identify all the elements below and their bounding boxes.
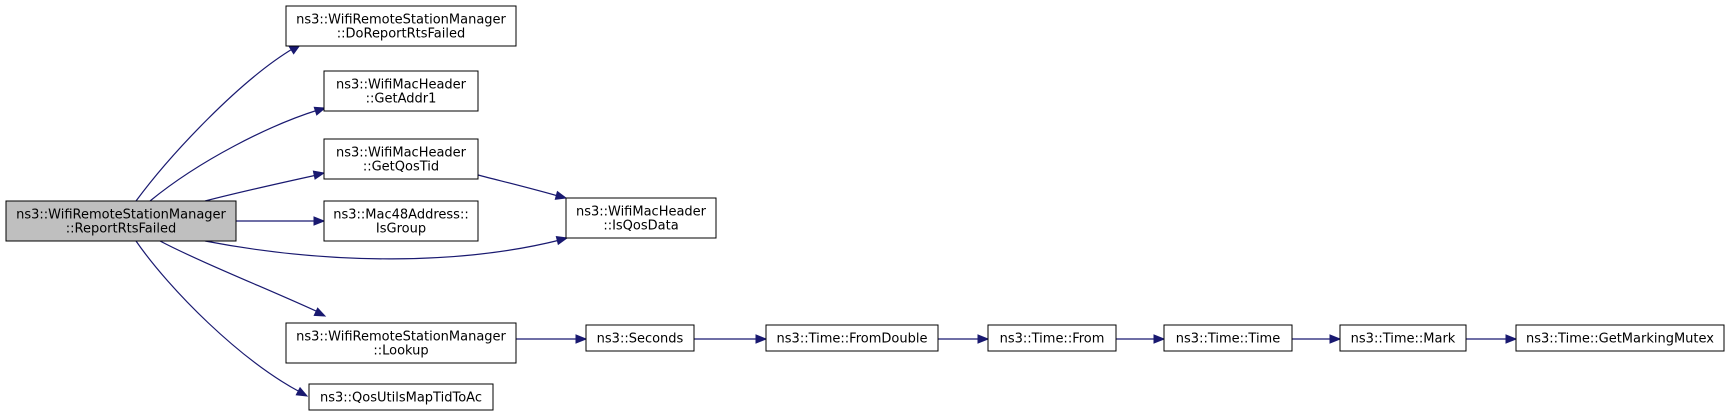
node-qos-map[interactable]: ns3::QosUtilsMapTidToAc — [308, 383, 494, 411]
edge-from-double-from-arrowhead — [977, 334, 990, 344]
edge-root-get-qos-tid — [204, 170, 326, 202]
node-mark[interactable]: ns3::Time::Mark — [1339, 324, 1467, 352]
node-is-group[interactable]: ns3::Mac48Address::IsGroup — [323, 200, 479, 242]
node-label-line: ns3::Time::From — [1000, 332, 1105, 347]
node-seconds[interactable]: ns3::Seconds — [585, 324, 695, 352]
node-box — [323, 200, 479, 242]
edge-root-do-report-rts-failed — [135, 44, 302, 202]
edge-from-double-from — [938, 334, 990, 344]
node-label-line: ns3::WifiRemoteStationManager — [16, 208, 226, 223]
node-box — [765, 324, 939, 352]
edge-get-qos-tid-is-qos-data — [477, 174, 568, 200]
node-get-qos-tid[interactable]: ns3::WifiMacHeader::GetQosTid — [323, 138, 479, 180]
node-box — [285, 5, 517, 47]
edge-root-qos-map — [135, 240, 309, 397]
node-label-line: ::GetQosTid — [363, 160, 439, 175]
edge-root-is-qos-data — [204, 235, 569, 260]
node-box — [323, 138, 479, 180]
edge-root-lookup — [159, 240, 327, 317]
node-box — [565, 197, 717, 239]
call-edges — [135, 44, 1518, 397]
edge-root-is-group-arrowhead — [313, 216, 326, 226]
node-label-line: ns3::WifiRemoteStationManager — [296, 13, 506, 28]
node-from[interactable]: ns3::Time::From — [987, 324, 1117, 352]
edge-root-lookup-arrowhead — [313, 307, 327, 317]
edge-seconds-from-double — [694, 334, 768, 344]
edge-from-time-arrowhead — [1153, 334, 1166, 344]
node-label-line: ::IsQosData — [603, 219, 678, 234]
node-label-line: ns3::WifiMacHeader — [336, 78, 467, 93]
node-box — [308, 383, 494, 411]
edge-root-get-addr1 — [149, 106, 327, 202]
node-label-line: ns3::Mac48Address:: — [333, 208, 468, 223]
edge-seconds-from-double-arrowhead — [755, 334, 768, 344]
node-from-double[interactable]: ns3::Time::FromDouble — [765, 324, 939, 352]
node-box — [585, 324, 695, 352]
node-label-line: ns3::Time::GetMarkingMutex — [1526, 332, 1714, 347]
node-box — [285, 322, 517, 364]
node-box — [5, 200, 237, 242]
node-label-line: ns3::WifiMacHeader — [576, 205, 707, 220]
node-box — [1339, 324, 1467, 352]
edge-mark-get-marking-mutex-arrowhead — [1505, 334, 1518, 344]
node-label-line: ns3::Seconds — [597, 332, 684, 347]
call-nodes: ns3::WifiRemoteStationManager::ReportRts… — [5, 5, 1725, 411]
node-label-line: ::DoReportRtsFailed — [337, 27, 465, 42]
node-do-report-rts-failed[interactable]: ns3::WifiRemoteStationManager::DoReportR… — [285, 5, 517, 47]
node-label-line: ::Lookup — [373, 344, 428, 359]
edge-mark-get-marking-mutex — [1466, 334, 1518, 344]
node-box — [323, 70, 479, 112]
edge-root-is-qos-data-arrowhead — [555, 235, 569, 246]
node-label-line: ns3::Time::Mark — [1351, 332, 1456, 347]
node-get-marking-mutex[interactable]: ns3::Time::GetMarkingMutex — [1515, 324, 1725, 352]
edge-time-mark — [1292, 334, 1342, 344]
node-label-line: ::ReportRtsFailed — [66, 222, 176, 237]
edge-root-get-qos-tid-arrowhead — [312, 170, 326, 180]
edge-time-mark-arrowhead — [1329, 334, 1342, 344]
node-get-addr1[interactable]: ns3::WifiMacHeader::GetAddr1 — [323, 70, 479, 112]
edge-get-qos-tid-is-qos-data-arrowhead — [554, 190, 568, 200]
edge-lookup-seconds-arrowhead — [575, 334, 588, 344]
node-label-line: ns3::WifiRemoteStationManager — [296, 330, 506, 345]
node-label-line: ns3::QosUtilsMapTidToAc — [320, 391, 482, 406]
node-label-line: ns3::Time::FromDouble — [777, 332, 928, 347]
node-box — [987, 324, 1117, 352]
node-label-line: ns3::Time::Time — [1176, 332, 1280, 347]
node-lookup[interactable]: ns3::WifiRemoteStationManager::Lookup — [285, 322, 517, 364]
node-box — [1163, 324, 1293, 352]
edge-lookup-seconds — [516, 334, 588, 344]
edge-root-get-addr1-arrowhead — [313, 106, 327, 116]
edge-from-time — [1116, 334, 1166, 344]
node-label-line: IsGroup — [376, 222, 426, 237]
node-box — [1515, 324, 1725, 352]
node-root[interactable]: ns3::WifiRemoteStationManager::ReportRts… — [5, 200, 237, 242]
edge-root-qos-map-arrowhead — [295, 386, 309, 397]
node-time[interactable]: ns3::Time::Time — [1163, 324, 1293, 352]
node-label-line: ns3::WifiMacHeader — [336, 146, 467, 161]
node-is-qos-data[interactable]: ns3::WifiMacHeader::IsQosData — [565, 197, 717, 239]
edge-root-is-group — [236, 216, 326, 226]
node-label-line: ::GetAddr1 — [366, 92, 437, 107]
